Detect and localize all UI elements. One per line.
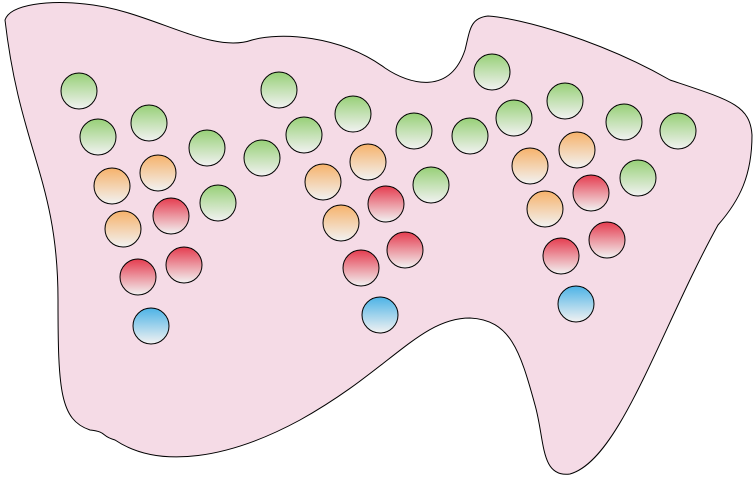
orange-dot — [322, 204, 360, 242]
green-dot — [60, 72, 98, 110]
green-dot — [188, 129, 226, 167]
orange-dot — [511, 147, 549, 185]
orange-dot — [526, 190, 564, 228]
orange-dot — [349, 143, 387, 181]
red-dot — [386, 231, 424, 269]
orange-dot — [93, 167, 131, 205]
orange-dot — [139, 154, 177, 192]
green-dot — [243, 139, 281, 177]
green-dot — [130, 104, 168, 142]
blue-dot — [361, 296, 399, 334]
green-dot — [395, 112, 433, 150]
orange-dot — [304, 163, 342, 201]
orange-dot — [558, 131, 596, 169]
dot-group-middle — [260, 71, 489, 334]
red-dot — [572, 174, 610, 212]
red-dot — [367, 185, 405, 223]
green-dot — [451, 117, 489, 155]
dot-group-right — [473, 53, 697, 323]
green-dot — [495, 99, 533, 137]
dot-group-left — [60, 72, 281, 345]
red-dot — [165, 246, 203, 284]
green-dot — [619, 159, 657, 197]
orange-dot — [104, 210, 142, 248]
green-dot — [334, 95, 372, 133]
green-dot — [473, 53, 511, 91]
bubble-dots — [60, 53, 697, 345]
green-dot — [79, 118, 117, 156]
green-dot — [412, 166, 450, 204]
green-dot — [605, 103, 643, 141]
blue-dot — [132, 307, 170, 345]
red-dot — [342, 249, 380, 287]
red-dot — [119, 258, 157, 296]
green-dot — [260, 71, 298, 109]
green-dot — [285, 116, 323, 154]
green-dot — [659, 112, 697, 150]
pink-region-shape — [4, 2, 753, 475]
green-dot — [199, 184, 237, 222]
blue-dot — [557, 285, 595, 323]
green-dot — [546, 82, 584, 120]
red-dot — [152, 197, 190, 235]
red-dot — [588, 221, 626, 259]
red-dot — [542, 237, 580, 275]
